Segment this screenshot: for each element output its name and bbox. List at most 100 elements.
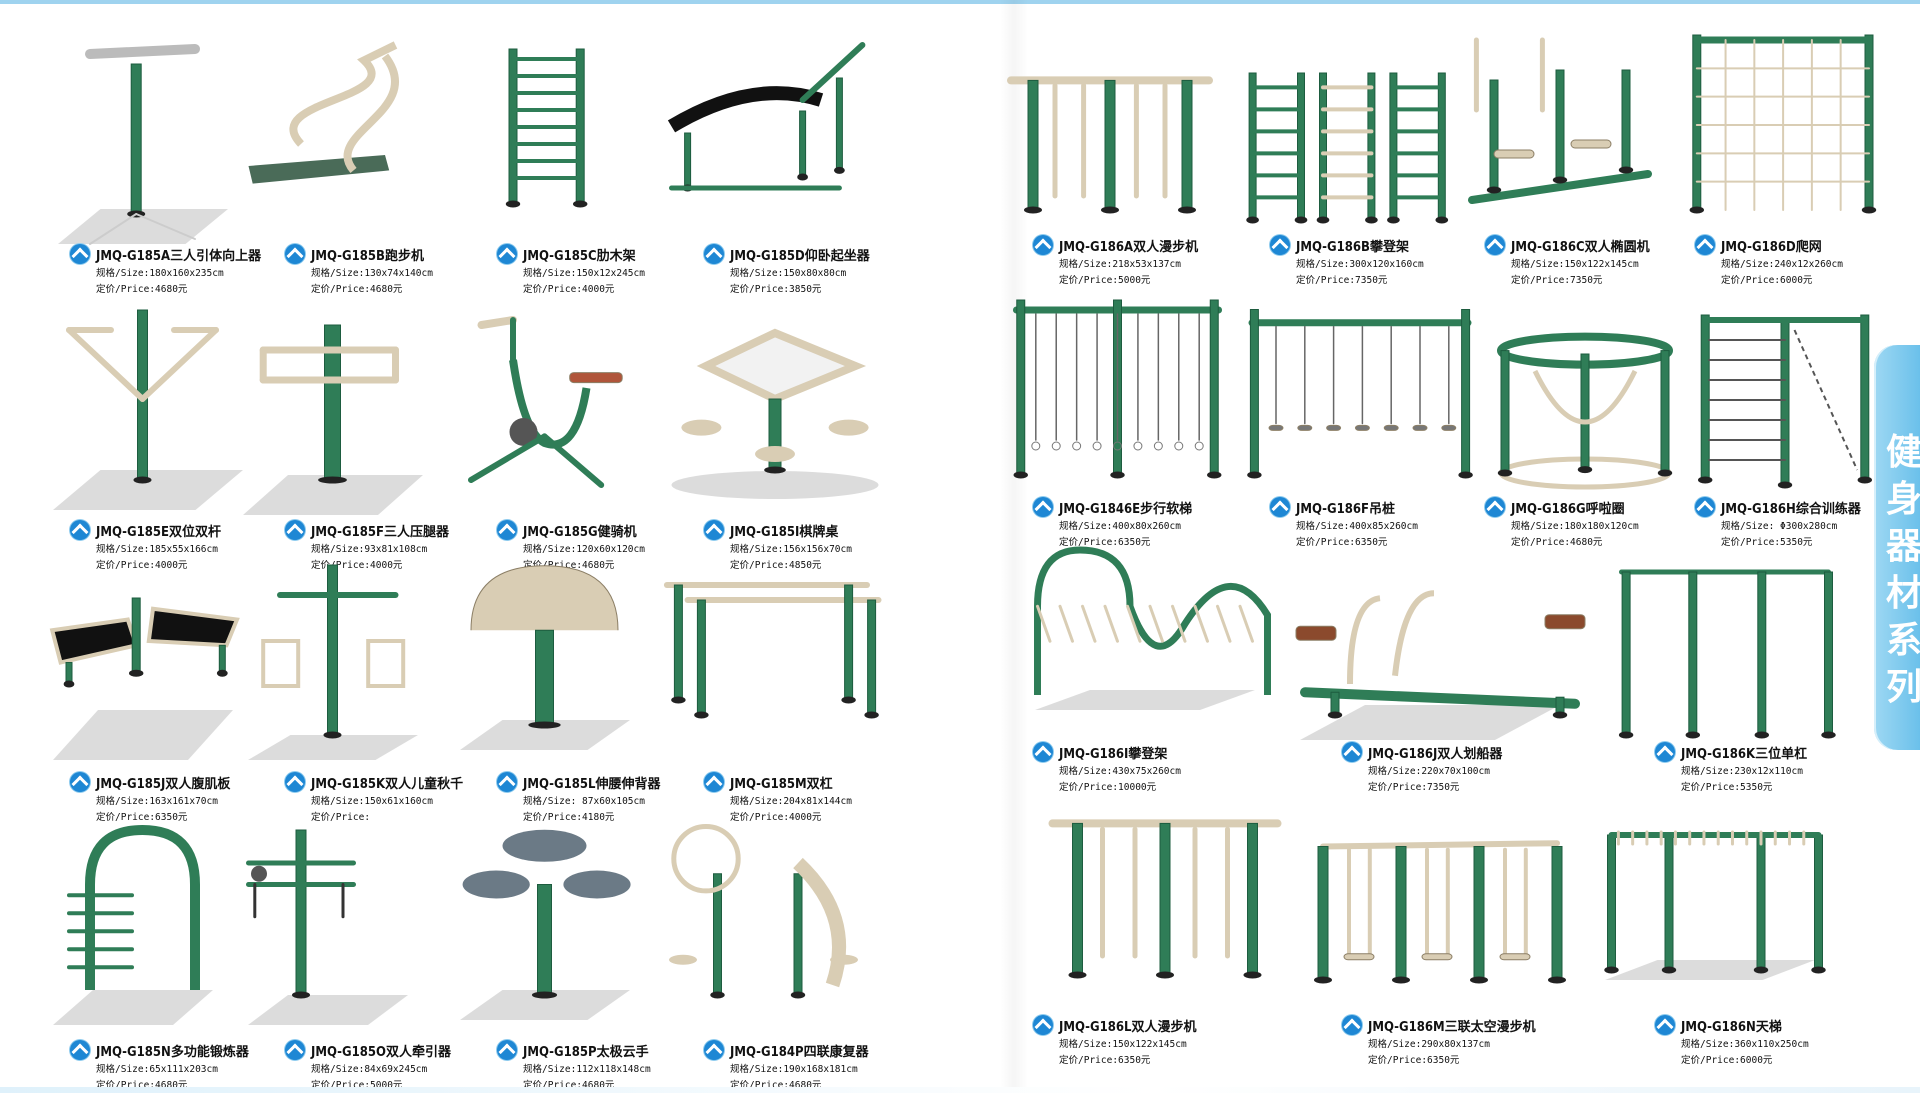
product-price: 定价/Price:4680元 [96,1080,188,1091]
product-name: JMQ-G185F三人压腿器 [311,525,450,540]
chevron-up-icon [497,520,517,540]
product-price: 定价/Price:5000元 [1059,275,1151,286]
rehab-icon [660,820,890,1035]
chevron-up-icon [704,1040,724,1060]
product-name: JMQ-G185B跑步机 [311,249,424,264]
swing-icon [238,555,448,770]
chevron-up-icon [1655,742,1675,762]
product-name: JMQ-G185O双人牵引器 [311,1045,451,1060]
dual-bar-icon [48,300,258,520]
series-side-tab: 健身器材系列 [1874,345,1920,750]
product-price: 定价/Price:6350元 [1296,537,1388,548]
product-spec: 规格/Size:400x85x260cm [1296,521,1418,532]
product-spec: 规格/Size:163x161x70cm [96,796,218,807]
product-price: 定价/Price:10000元 [1059,782,1157,793]
product-name: JMQ-G186L双人漫步机 [1059,1020,1197,1035]
product-price: 定价/Price:7350元 [1511,275,1603,286]
chevron-up-icon [1033,1015,1053,1035]
tai-chi-icon [450,820,660,1035]
product-spec: 规格/Size:190x168x181cm [730,1064,858,1075]
product-spec: 规格/Size:230x12x110cm [1681,766,1803,777]
chevron-up-icon [1342,742,1362,762]
product-spec: 规格/Size:150x122x145cm [1059,1039,1187,1050]
product-price: 定价/Price:4680元 [523,1080,615,1091]
product-spec: 规格/Size:400x80x260cm [1059,521,1181,532]
product-spec: 规格/Size:240x12x260cm [1721,259,1843,270]
double-walker-icon [1040,800,1290,995]
climbing-net-icon [1680,25,1890,225]
product-name: JMQ-G185D仰卧起坐器 [730,249,870,264]
product-spec: 规格/Size:180x160x235cm [96,268,224,279]
chevron-up-icon [1033,742,1053,762]
product-price: 定价/Price:5350元 [1721,537,1813,548]
product-spec: 规格/Size:300x120x160cm [1296,259,1424,270]
bottom-border [0,1087,1920,1093]
arch-climber-icon [1030,545,1280,720]
product-spec: 规格/Size:120x60x120cm [523,544,645,555]
elliptical-icon [1450,30,1670,230]
product-name: JMQ-G186N天梯 [1681,1020,1782,1035]
climbing-frame-icon [1235,55,1455,235]
product-price: 定价/Price:6350元 [1059,1055,1151,1066]
chevron-up-icon [1342,1015,1362,1035]
product-price: 定价/Price:3850元 [730,284,822,295]
product-price: 定价/Price:6350元 [96,812,188,823]
product-price: 定价/Price:4680元 [96,284,188,295]
chevron-up-icon [285,1040,305,1060]
chevron-up-icon [1485,497,1505,517]
product-name: JMQ-G1846E步行软梯 [1059,502,1193,517]
product-price: 定价/Price:6000元 [1681,1055,1773,1066]
multi-trainer-icon [48,820,258,1035]
trainer-cage-icon [1690,300,1880,490]
chevron-up-icon [704,520,724,540]
product-name: JMQ-G186M三联太空漫步机 [1368,1020,1536,1035]
product-price: 定价/Price:5000元 [311,1080,403,1091]
walker-icon [1000,60,1220,230]
product-spec: 规格/Size:150x122x145cm [1511,259,1639,270]
chevron-up-icon [70,772,90,792]
chevron-up-icon [497,772,517,792]
product-spec: 规格/Size:150x12x245cm [523,268,645,279]
product-price: 定价/Price:4680元 [311,284,403,295]
product-price: 定价/Price:4000元 [523,284,615,295]
product-price: 定价/Price:6350元 [1059,537,1151,548]
chevron-up-icon [497,244,517,264]
product-spec: 规格/Size:204x81x144cm [730,796,852,807]
product-name: JMQ-G185P太极云手 [523,1045,649,1060]
chevron-up-icon [1695,235,1715,255]
product-price: 定价/Price:5350元 [1681,782,1773,793]
product-name: JMQ-G186B攀登架 [1296,240,1409,255]
product-spec: 规格/Size: 87x60x105cm [523,796,645,807]
product-price: 定价/Price:6000元 [1721,275,1813,286]
product-price: 定价/Price:7350元 [1296,275,1388,286]
product-name: JMQ-G186I攀登架 [1059,747,1168,762]
product-spec: 规格/Size:112x118x148cm [523,1064,651,1075]
product-spec: 规格/Size:220x70x100cm [1368,766,1490,777]
product-spec: 规格/Size:290x80x137cm [1368,1039,1490,1050]
product-name: JMQ-G186F吊桩 [1296,502,1396,517]
product-name: JMQ-G184P四联康复器 [730,1045,869,1060]
product-name: JMQ-G185M双杠 [730,777,833,792]
product-price: 定价/Price:4180元 [523,812,615,823]
product-price: 定价/Price:7350元 [1368,782,1460,793]
product-spec: 规格/Size:185x55x166cm [96,544,218,555]
product-name: JMQ-G185E双位双杆 [96,525,222,540]
chevron-up-icon [1655,1015,1675,1035]
chevron-up-icon [1033,497,1053,517]
product-name: JMQ-G186K三位单杠 [1681,747,1808,762]
treadmill-icon [238,34,448,254]
product-spec: 规格/Size:156x156x70cm [730,544,852,555]
product-spec: 规格/Size:130x74x140cm [311,268,433,279]
product-name: JMQ-G186H综合训练器 [1721,502,1861,517]
traction-icon [238,820,448,1035]
hula-hoop-icon [1485,320,1685,490]
product-name: JMQ-G186G呼啦圈 [1511,502,1625,517]
pull-up-icon [48,34,258,254]
chess-table-icon [660,300,890,520]
top-border [0,0,1920,4]
chevron-up-icon [70,1040,90,1060]
product-spec: 规格/Size:65x111x203cm [96,1064,218,1075]
product-name: JMQ-G186D爬网 [1721,240,1822,255]
product-name: JMQ-G185I棋牌桌 [730,525,839,540]
chevron-up-icon [1485,235,1505,255]
